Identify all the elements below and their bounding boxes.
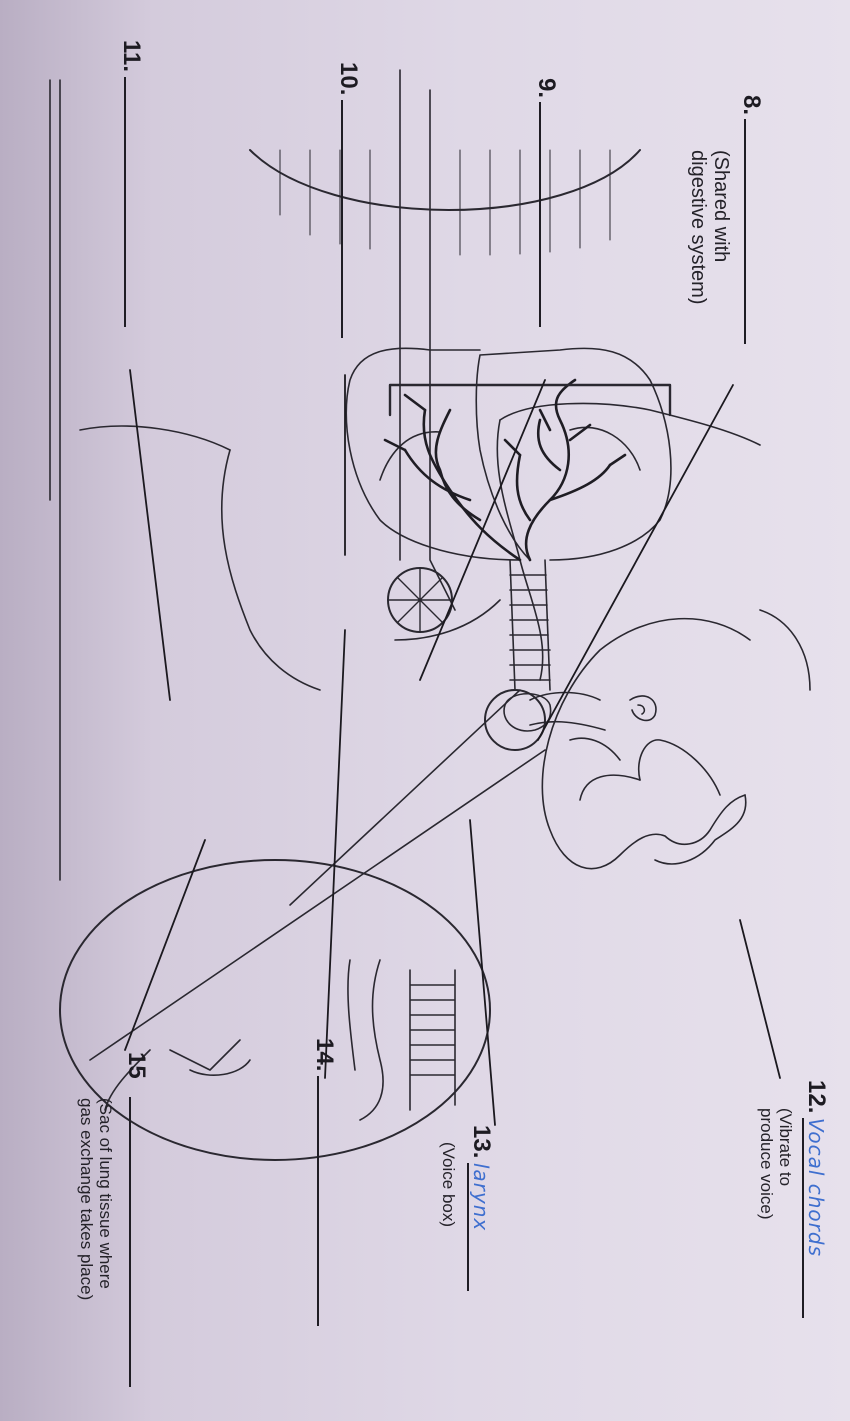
- magnified-spine: [347, 959, 384, 1121]
- larynx-highlight-circle: [484, 689, 546, 751]
- bronchial-tree: [383, 378, 627, 562]
- label-14-number: 14.: [311, 1038, 338, 1072]
- diaphragm: [249, 149, 641, 211]
- chest-wall-2: [79, 425, 231, 451]
- head-outline: [541, 617, 751, 870]
- label-11-answer-blank[interactable]: [124, 76, 126, 327]
- label-13-number: 13.: [468, 1125, 495, 1159]
- label-10-number: 10.: [335, 62, 362, 96]
- label-8-note-line2: digestive system): [687, 150, 709, 305]
- nasal-cavity: [638, 739, 721, 796]
- diaphragm-fibers: [279, 149, 611, 256]
- label-13-note: (Voice box): [439, 1142, 458, 1227]
- neck-left: [394, 599, 501, 641]
- label-9-number: 9.: [533, 78, 560, 99]
- leader-14: [324, 629, 346, 1079]
- lung-inner: [379, 426, 641, 481]
- label-13: 13. larynx: [467, 1125, 495, 1291]
- shoulder-left: [220, 449, 321, 691]
- leader-13: [469, 819, 496, 1126]
- label-13-note-line1: (Voice box): [439, 1142, 458, 1228]
- arm-top: [429, 89, 456, 611]
- label-12: 12. Vocal chords: [802, 1080, 830, 1318]
- leader-15: [124, 839, 206, 1051]
- magnified-cords: [169, 1039, 251, 1076]
- label-15-note-line1: (Sac of lung tissue where: [96, 1098, 115, 1289]
- neck-right: [759, 609, 811, 691]
- leader-11: [129, 369, 171, 701]
- label-12-answer: Vocal chords: [804, 1117, 828, 1257]
- label-8-note-line1: (Shared with: [710, 150, 732, 263]
- leader-12: [739, 919, 781, 1079]
- label-8-note: (Shared with digestive system): [686, 150, 732, 305]
- magnifier-lines: [89, 689, 546, 1061]
- label-15: 15: [122, 1052, 150, 1388]
- label-12-answer-blank[interactable]: Vocal chords: [802, 1117, 828, 1318]
- alveoli-branches: [387, 567, 453, 633]
- label-13-answer: larynx: [469, 1162, 493, 1232]
- label-8: 8.: [737, 95, 765, 345]
- mouth-cavity: [569, 737, 641, 801]
- ear: [629, 695, 657, 722]
- label-11-number: 11.: [118, 40, 145, 73]
- label-9: 9.: [532, 78, 560, 328]
- trachea-rings: [509, 574, 551, 681]
- label-11: 11.: [117, 40, 145, 327]
- label-15-note-line2: gas exchange takes place): [77, 1098, 96, 1301]
- leader-9: [419, 379, 546, 681]
- leader-8: [537, 384, 734, 741]
- label-12-note-line1: (Vibrate to: [776, 1108, 795, 1187]
- face-profile: [654, 794, 747, 865]
- pharynx: [529, 691, 606, 731]
- lung-bracket: [388, 383, 672, 417]
- label-8-number: 8.: [738, 95, 765, 116]
- label-14-answer-blank[interactable]: [317, 1075, 319, 1326]
- label-10-answer-blank[interactable]: [341, 99, 343, 338]
- label-9-answer-blank[interactable]: [539, 102, 541, 328]
- label-12-number: 12.: [803, 1080, 830, 1114]
- label-12-note: (Vibrate to produce voice): [757, 1108, 795, 1220]
- label-12-note-line2: produce voice): [757, 1108, 776, 1220]
- lung-left: [345, 347, 521, 561]
- label-15-answer-blank[interactable]: [129, 1097, 131, 1388]
- lung-right: [475, 347, 672, 561]
- label-14: 14.: [310, 1038, 338, 1326]
- leader-lines: [124, 369, 781, 1126]
- magnified-trachea: [409, 969, 456, 1111]
- label-10: 10.: [334, 62, 362, 338]
- label-8-answer-blank[interactable]: [744, 119, 746, 345]
- label-13-answer-blank[interactable]: larynx: [467, 1162, 493, 1291]
- magnified-larynx-circle: [59, 859, 491, 1161]
- trachea: [509, 559, 551, 691]
- label-15-number: 15: [123, 1052, 150, 1079]
- magnified-mouth: [104, 1049, 151, 1111]
- label-15-note: (Sac of lung tissue where gas exchange t…: [77, 1098, 115, 1300]
